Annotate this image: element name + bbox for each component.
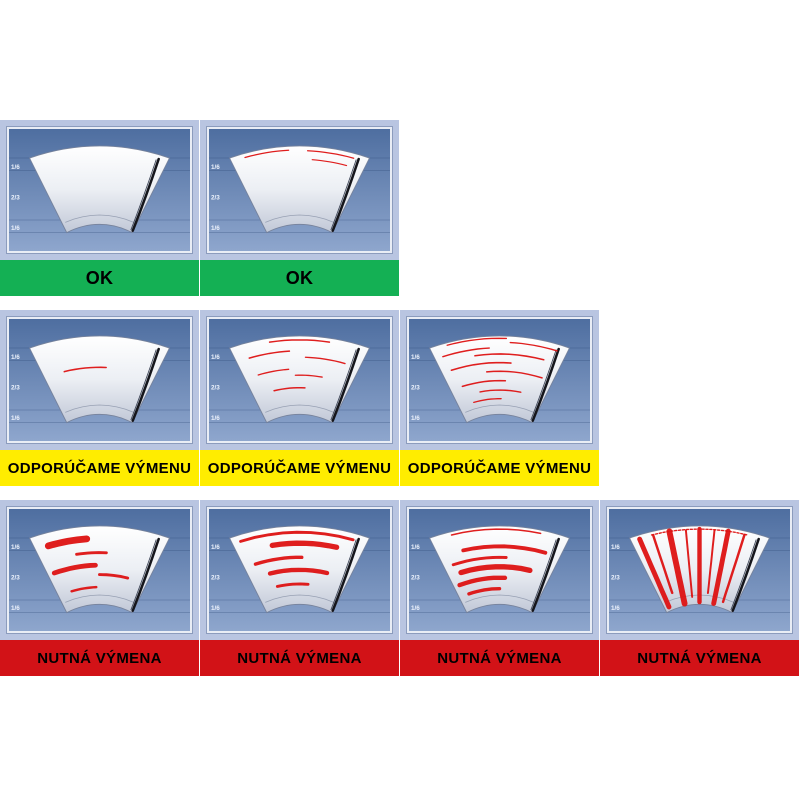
svg-text:2/3: 2/3: [11, 385, 20, 392]
status-label: NUTNÁ VÝMENA: [200, 640, 399, 676]
status-label: ODPORÚČAME VÝMENU: [200, 450, 399, 486]
wiper-sweep-diagram: 1/6 2/3 1/6: [209, 129, 390, 251]
svg-text:1/6: 1/6: [11, 225, 20, 232]
svg-text:1/6: 1/6: [411, 415, 420, 422]
svg-text:2/3: 2/3: [11, 195, 20, 202]
wiper-sweep-diagram: 1/6 2/3 1/6: [209, 319, 390, 441]
wiper-panel: 1/6 2/3 1/6: [7, 127, 192, 253]
status-label: OK: [0, 260, 199, 296]
svg-text:2/3: 2/3: [411, 385, 420, 392]
svg-text:1/6: 1/6: [411, 605, 420, 612]
svg-text:1/6: 1/6: [411, 354, 420, 361]
svg-text:2/3: 2/3: [11, 575, 20, 582]
svg-text:2/3: 2/3: [211, 575, 220, 582]
wiper-cell-warn-1: 1/6 2/3 1/6 ODPORÚČAME VÝMENU: [0, 310, 199, 486]
wiper-cell-danger-2: 1/6 2/3 1/6 NUTNÁ VÝMENA: [200, 500, 399, 676]
svg-text:1/6: 1/6: [611, 605, 620, 612]
svg-text:2/3: 2/3: [211, 195, 220, 202]
wiper-panel: 1/6 2/3 1/6: [207, 317, 392, 443]
status-label: NUTNÁ VÝMENA: [0, 640, 199, 676]
wiper-sweep-diagram: 1/6 2/3 1/6: [409, 509, 590, 631]
status-label: ODPORÚČAME VÝMENU: [0, 450, 199, 486]
status-label: ODPORÚČAME VÝMENU: [400, 450, 599, 486]
wiper-panel: 1/6 2/3 1/6: [407, 317, 592, 443]
wiper-cell-warn-3: 1/6 2/3 1/6 ODPORÚČAME VÝMENU: [400, 310, 599, 486]
wiper-sweep-diagram: 1/6 2/3 1/6: [609, 509, 790, 631]
svg-text:1/6: 1/6: [11, 544, 20, 551]
wiper-panel: 1/6 2/3 1/6: [407, 507, 592, 633]
wiper-cell-warn-2: 1/6 2/3 1/6 ODPORÚČAME VÝMENU: [200, 310, 399, 486]
wiper-sweep-diagram: 1/6 2/3 1/6: [9, 509, 190, 631]
svg-text:1/6: 1/6: [611, 544, 620, 551]
wiper-panel: 1/6 2/3 1/6: [7, 317, 192, 443]
wiper-panel: 1/6 2/3 1/6: [207, 507, 392, 633]
wiper-panel: 1/6 2/3 1/6: [607, 507, 792, 633]
wiper-sweep-diagram: 1/6 2/3 1/6: [9, 319, 190, 441]
svg-text:1/6: 1/6: [11, 605, 20, 612]
wiper-panel: 1/6 2/3 1/6: [207, 127, 392, 253]
svg-text:1/6: 1/6: [211, 164, 220, 171]
wiper-cell-danger-4: 1/6 2/3 1/6 NUTNÁ VÝMENA: [600, 500, 799, 676]
wiper-sweep-diagram: 1/6 2/3 1/6: [409, 319, 590, 441]
wiper-cell-danger-1: 1/6 2/3 1/6 NUTNÁ VÝMENA: [0, 500, 199, 676]
wiper-cell-danger-3: 1/6 2/3 1/6 NUTNÁ VÝMENA: [400, 500, 599, 676]
svg-text:2/3: 2/3: [211, 385, 220, 392]
svg-text:1/6: 1/6: [11, 164, 20, 171]
svg-text:1/6: 1/6: [411, 544, 420, 551]
svg-text:1/6: 1/6: [211, 544, 220, 551]
status-label: NUTNÁ VÝMENA: [600, 640, 799, 676]
wiper-sweep-diagram: 1/6 2/3 1/6: [209, 509, 390, 631]
svg-text:1/6: 1/6: [211, 605, 220, 612]
svg-text:1/6: 1/6: [11, 354, 20, 361]
wiper-cell-ok-1: 1/6 2/3 1/6 OK: [0, 120, 199, 296]
status-label: OK: [200, 260, 399, 296]
svg-text:1/6: 1/6: [211, 225, 220, 232]
status-label: NUTNÁ VÝMENA: [400, 640, 599, 676]
wiper-cell-ok-2: 1/6 2/3 1/6 OK: [200, 120, 399, 296]
wiper-sweep-diagram: 1/6 2/3 1/6: [9, 129, 190, 251]
svg-text:1/6: 1/6: [211, 415, 220, 422]
wiper-panel: 1/6 2/3 1/6: [7, 507, 192, 633]
svg-text:2/3: 2/3: [611, 575, 620, 582]
svg-text:2/3: 2/3: [411, 575, 420, 582]
svg-text:1/6: 1/6: [211, 354, 220, 361]
svg-text:1/6: 1/6: [11, 415, 20, 422]
